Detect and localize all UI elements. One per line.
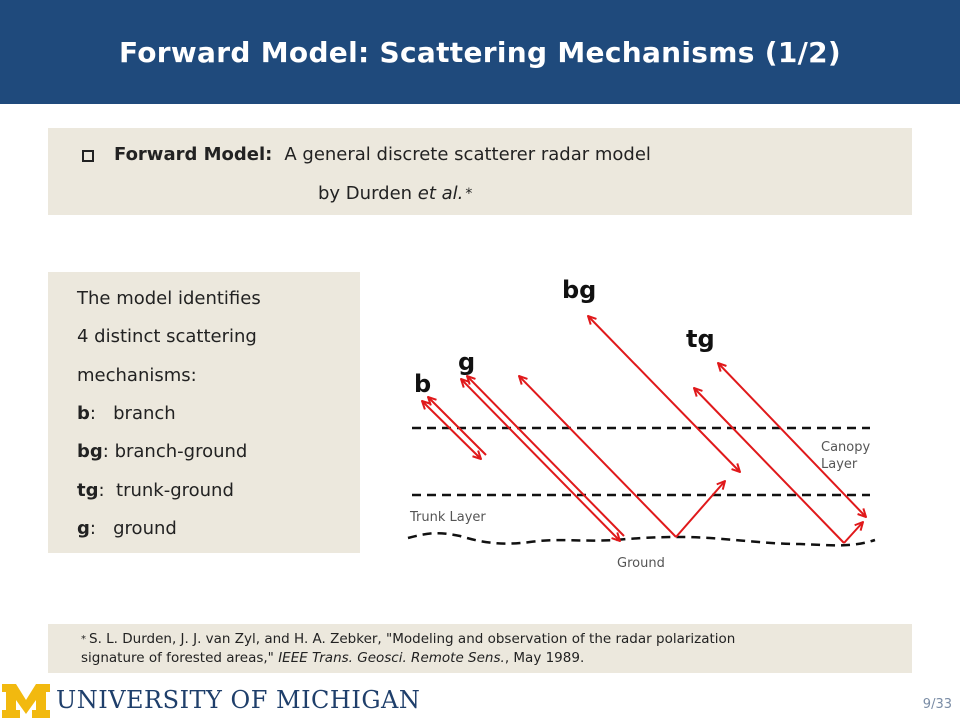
- intro-line-1: Forward Model: A general discrete scatte…: [82, 143, 651, 167]
- mech-intro-line-1: The model identifies: [77, 288, 261, 309]
- mech-key: tg: [77, 480, 99, 501]
- canopy-label-1: Canopy: [821, 440, 870, 455]
- reference-line-1: *S. L. Durden, J. J. van Zyl, and H. A. …: [81, 631, 736, 647]
- mech-item-g: g: ground: [77, 518, 177, 539]
- arrow-tg-3: [718, 363, 866, 517]
- mech-label: ground: [113, 518, 177, 539]
- label-g: g: [458, 348, 475, 376]
- label-tg: tg: [686, 325, 715, 353]
- ground-label: Ground: [617, 556, 665, 571]
- intro-line-2: by Durden et al.*: [318, 182, 472, 206]
- intro-text-2-italic: et al.: [417, 183, 464, 204]
- trunk-layer-label: Trunk Layer: [409, 510, 486, 525]
- block-m-icon: [2, 684, 50, 718]
- mech-intro-line-3: mechanisms:: [77, 365, 197, 386]
- reference-panel: [48, 624, 912, 673]
- mech-label: branch: [113, 403, 176, 424]
- mech-item-b: b: branch: [77, 403, 176, 424]
- label-b: b: [414, 370, 431, 398]
- university-name: UNIVERSITY OF MICHIGAN: [56, 686, 421, 714]
- arrow-tg-1: [519, 376, 725, 538]
- intro-text-2-prefix: by Durden: [318, 183, 418, 204]
- page-number: 9/33: [922, 697, 952, 712]
- mech-item-tg: tg: trunk-ground: [77, 480, 234, 501]
- mech-key: bg: [77, 441, 103, 462]
- intro-label: Forward Model:: [114, 144, 273, 165]
- university-logo: [2, 684, 50, 718]
- label-bg: bg: [562, 276, 596, 304]
- arrow-g: [461, 376, 625, 541]
- scattering-diagram: b g bg tg Canopy Layer Trunk Layer Groun…: [407, 276, 876, 571]
- reference-mark: *: [81, 634, 86, 645]
- mech-label: trunk-ground: [116, 480, 234, 501]
- reference-line-2: signature of forested areas," IEEE Trans…: [81, 650, 585, 666]
- mech-item-bg: bg: branch-ground: [77, 441, 248, 462]
- intro-text-1: A general discrete scatterer radar model: [284, 144, 651, 165]
- ground-surface: [407, 532, 876, 547]
- arrow-bg: [588, 316, 740, 472]
- title-bar: Forward Model: Scattering Mechanisms (1/…: [0, 0, 960, 104]
- canopy-label-2: Layer: [821, 457, 858, 472]
- footnote-mark: *: [465, 186, 473, 202]
- mech-key: g: [77, 518, 90, 539]
- slide-title: Forward Model: Scattering Mechanisms (1/…: [118, 35, 842, 69]
- checkbox-bullet-icon: [82, 149, 94, 162]
- mech-key: b: [77, 403, 90, 424]
- intro-panel: [48, 128, 912, 215]
- mech-label: branch-ground: [114, 441, 248, 462]
- mech-intro-line-2: 4 distinct scattering: [77, 326, 257, 347]
- reference-text: *S. L. Durden, J. J. van Zyl, and H. A. …: [81, 630, 881, 668]
- mechanisms-panel: [48, 272, 360, 553]
